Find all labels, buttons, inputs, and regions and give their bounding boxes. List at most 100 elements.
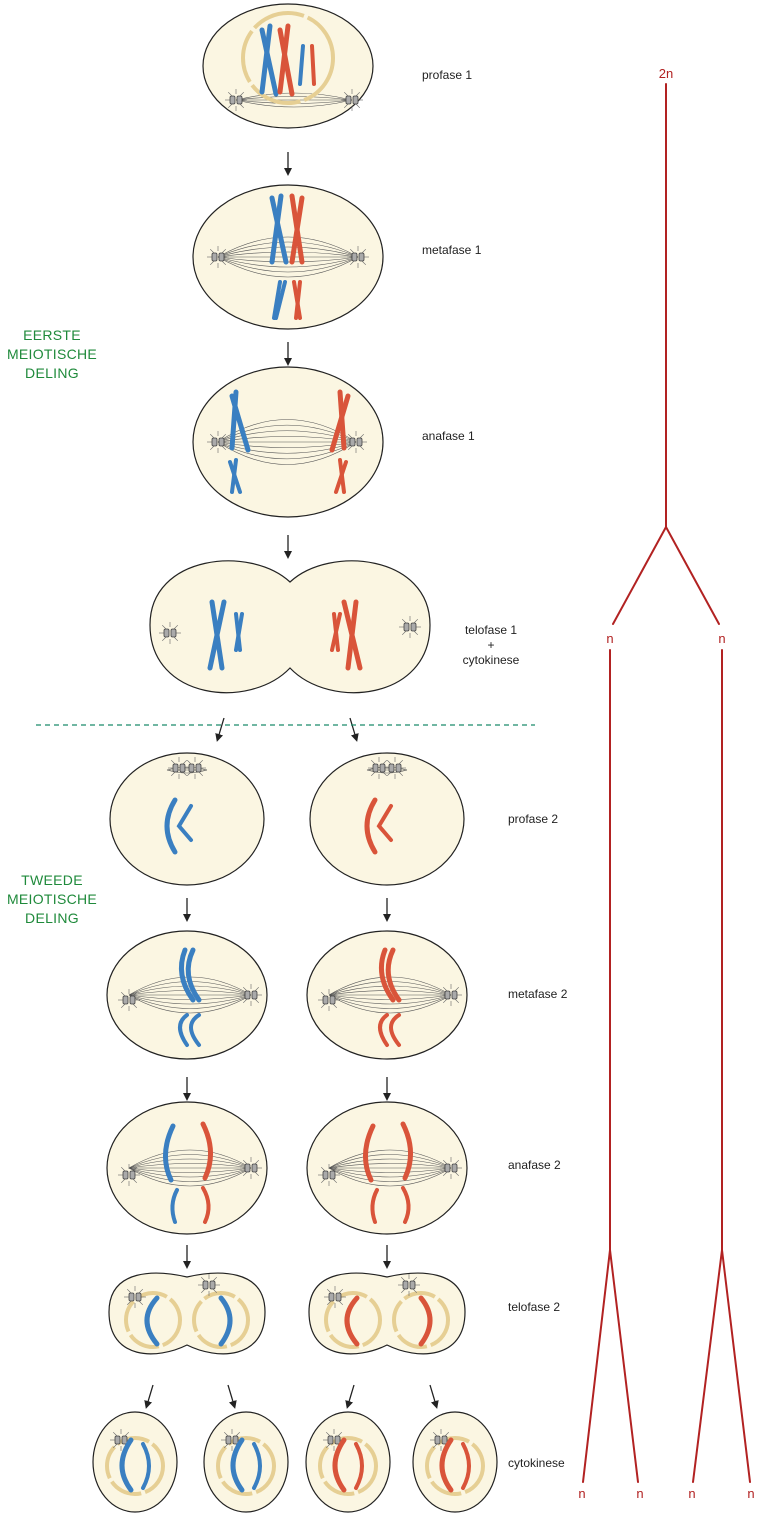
centrosome [240,984,262,1006]
second-division-line-1: TWEEDE [21,872,83,888]
label-telofase1: telofase 1 + cytokinese [463,623,520,667]
spindle-fiber [328,990,452,996]
cell-profase2-1 [109,752,265,886]
label-telofase1-line-2: + [487,638,494,652]
centrosome [221,1429,243,1451]
spindle-fiber [328,1167,452,1182]
cell-anafase2-2 [306,1101,468,1235]
cell-cytokinese-1 [92,1411,178,1513]
spindle-fiber [328,1149,452,1169]
spindle-fiber [328,1163,452,1169]
ploidy-branch-right [665,526,720,625]
cell-telofase2-2 [308,1272,466,1355]
chromosome [363,1123,376,1183]
spindle-fiber [128,1154,252,1169]
chromosome [310,44,316,86]
arrow-telofase2-4 [429,1384,439,1409]
ploidy-split-3 [692,1249,723,1483]
centrosome [118,1164,140,1186]
centrosome [207,246,229,268]
spindle-fiber [217,441,357,465]
spindle-fiber [128,1167,252,1182]
chromosome [189,1013,201,1047]
chromosome [334,460,348,494]
cell-telofase2-body [108,1272,266,1355]
ploidy-mid-right-label: n [718,631,725,646]
chromosome [298,44,305,86]
centrosome [225,89,247,111]
chromosome [277,27,295,97]
spindle-fiber [328,994,452,1009]
spindle-fiber [366,769,408,774]
spindle-fiber [217,241,359,258]
spindle-fiber [328,1167,452,1178]
chromosome [176,804,193,842]
label-metafase2: metafase 2 [508,987,568,1001]
cell-telofase2-body [308,1272,466,1355]
spindle-fiber [366,766,408,771]
chromosome [341,599,363,671]
label-profase1: profase 1 [422,68,472,82]
chromosome [401,1186,411,1224]
cell-telofase2-1 [108,1272,266,1355]
spindle-fiber [128,1167,252,1187]
spindle-fiber [328,1158,452,1169]
chromosome [234,612,244,652]
ploidy-labels: 2n n n n n n n [578,66,754,1501]
arrows-layer [144,152,439,1409]
spindle-fiber [328,1167,452,1187]
chromosome [344,1295,360,1347]
spindle-fiber [128,994,252,1009]
chromosome [439,1437,454,1493]
chromosome [178,1013,189,1047]
ploidy-bottom-label-3: n [688,1486,695,1501]
centrosome [345,431,367,453]
cell-metafase2-2 [306,930,468,1060]
centrosome [341,89,363,111]
spindle-fiber [166,766,208,771]
chromosome [200,1121,213,1181]
ploidy-split-4 [721,1249,751,1483]
ploidy-bottom-label-2: n [636,1486,643,1501]
chromosome [376,804,393,842]
cell-profase1 [202,3,374,129]
chromosome [274,280,287,320]
nuclear-membrane [425,1436,485,1496]
spindle-fiber [235,99,353,108]
chromosome [289,195,305,265]
chromosome [461,1442,471,1490]
chromosome [141,1442,151,1490]
ploidy-branch-left [612,526,667,625]
ploidy-top-label: 2n [659,66,673,81]
chromosome [400,1121,413,1181]
cell-metafase2-1 [106,930,268,1060]
chromosome [229,393,251,453]
chromosome [329,393,351,453]
spindle-fiber [217,256,359,273]
arrow-telofase2-2 [227,1384,237,1409]
chromosome [201,1186,211,1224]
centrosome [399,616,421,638]
spindle-fiber [328,1167,452,1173]
chromosome [269,195,289,265]
spindle-fiber [128,1158,252,1169]
spindle-fiber [128,1149,252,1169]
chromosome [354,1442,364,1490]
cell-telofase1 [149,560,431,694]
cells-layer [92,3,498,1513]
spindle-fiber [328,994,452,1005]
nuclear-membrane [192,1291,250,1349]
nuclear-membrane [105,1436,165,1496]
label-profase2: profase 2 [508,812,558,826]
chromosome [170,1188,179,1224]
cell-telofase1-body [149,560,431,694]
chromosome [385,947,402,1003]
chromosome [164,797,178,855]
cell-cytokinese-3 [305,1411,391,1513]
chromosome [185,947,202,1003]
chromosome [332,1437,347,1493]
ploidy-bottom-label-4: n [747,1486,754,1501]
spindle-fiber [217,256,359,268]
chromosome [163,1123,176,1183]
